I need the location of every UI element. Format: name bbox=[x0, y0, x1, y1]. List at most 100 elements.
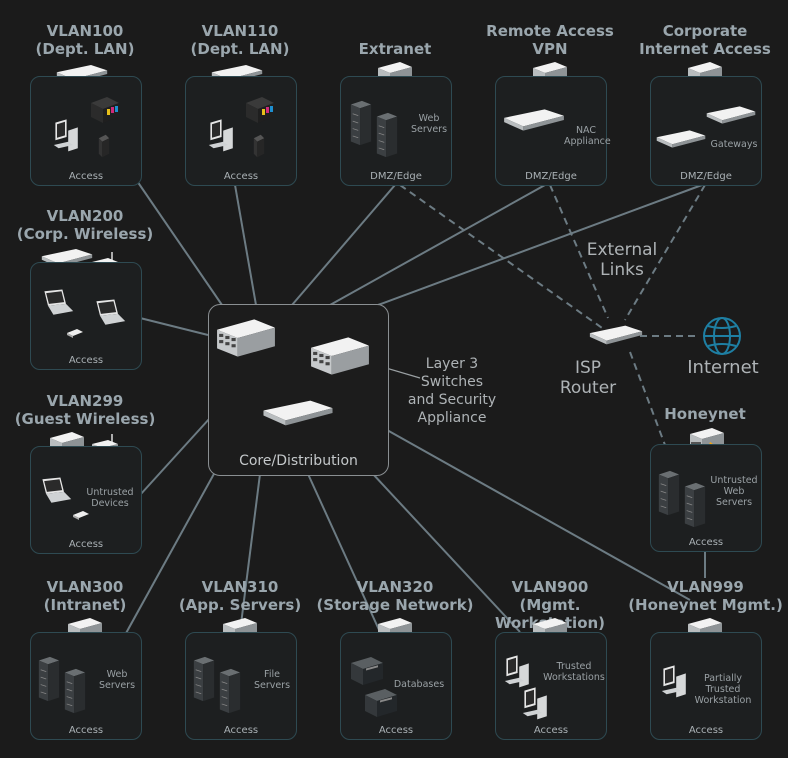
zone-vlan200: Access bbox=[30, 262, 142, 370]
gateway-icon bbox=[655, 127, 707, 151]
zone-footer: Access bbox=[688, 537, 724, 548]
server-rack-icon bbox=[657, 469, 681, 517]
link-extranet-core bbox=[291, 184, 396, 306]
desktop-icon bbox=[657, 665, 689, 701]
server-rack-icon bbox=[192, 655, 216, 703]
server-rack-icon bbox=[37, 655, 61, 703]
mobile-device-icon bbox=[71, 509, 91, 521]
gateway-icon bbox=[705, 103, 757, 127]
zone-footer: Access bbox=[378, 725, 414, 736]
server-rack-icon bbox=[218, 667, 242, 715]
zone-note: Gateways bbox=[710, 139, 758, 150]
laptop-icon bbox=[91, 299, 127, 327]
server-rack-icon bbox=[349, 99, 373, 147]
link-vlan900-core bbox=[357, 457, 521, 633]
server-rack-icon bbox=[63, 667, 87, 715]
printer-icon bbox=[87, 95, 121, 125]
zone-vlan100: Access bbox=[30, 76, 142, 186]
core-label: Core/Distribution bbox=[239, 453, 358, 469]
zone-footer: DMZ/Edge bbox=[370, 171, 422, 182]
globe-icon bbox=[703, 317, 741, 355]
zone-title-vlan100: VLAN100(Dept. LAN) bbox=[35, 22, 135, 58]
link-vlan999-core bbox=[386, 429, 691, 601]
zone-vlan110: Access bbox=[185, 76, 297, 186]
ext-link-corpinet bbox=[624, 184, 706, 321]
printer-icon bbox=[242, 95, 276, 125]
phone-icon bbox=[252, 133, 266, 159]
zone-title-honeynet: Honeynet bbox=[664, 405, 746, 423]
zone-title-vlan999: VLAN999(Honeynet Mgmt.) bbox=[628, 578, 783, 614]
phone-icon bbox=[97, 133, 111, 159]
isp-router-icon bbox=[588, 318, 644, 352]
zone-corporate-internet-access: Gateways DMZ/Edge bbox=[650, 76, 762, 186]
desktop-icon bbox=[518, 687, 550, 723]
zone-vlan320: Databases Access bbox=[340, 632, 452, 740]
zone-footer: DMZ/Edge bbox=[680, 171, 732, 182]
ext-link-extranet bbox=[399, 184, 606, 331]
mobile-device-icon bbox=[65, 327, 85, 339]
link-vlan300-core bbox=[124, 471, 216, 636]
laptop-icon bbox=[39, 289, 75, 317]
zone-title-vlan299: VLAN299(Guest Wireless) bbox=[14, 392, 156, 428]
zone-title-vlan200: VLAN200(Corp. Wireless) bbox=[16, 207, 154, 243]
nac-appliance-icon bbox=[502, 105, 566, 135]
link-vlan200-core bbox=[139, 317, 209, 336]
zone-footer: DMZ/Edge bbox=[525, 171, 577, 182]
zone-footer: Access bbox=[688, 725, 724, 736]
database-icon bbox=[349, 655, 385, 687]
zone-footer: Access bbox=[533, 725, 569, 736]
ext-link-ravpn bbox=[549, 184, 609, 319]
security-appliance-icon bbox=[261, 393, 335, 433]
layer3-switch-icon bbox=[309, 335, 371, 377]
zone-title-vlan110: VLAN110(Dept. LAN) bbox=[190, 22, 290, 58]
internet-label: Internet bbox=[687, 357, 759, 378]
link-vlan100-core bbox=[134, 177, 223, 306]
zone-title-vlan310: VLAN310(App. Servers) bbox=[178, 578, 302, 614]
zone-title-extranet: Extranet bbox=[358, 40, 432, 58]
zone-title-vlan300: VLAN300(Intranet) bbox=[43, 578, 127, 614]
zone-footer: Access bbox=[68, 725, 104, 736]
zone-note: Databases bbox=[393, 679, 445, 690]
laptop-icon bbox=[37, 477, 73, 505]
desktop-icon bbox=[500, 655, 532, 691]
database-icon bbox=[363, 687, 399, 719]
link-vlan299-core bbox=[139, 417, 211, 496]
zone-footer: Access bbox=[223, 171, 259, 182]
link-vlan310-core bbox=[239, 473, 261, 633]
core-distribution-box: Core/Distribution bbox=[208, 304, 389, 476]
server-rack-icon bbox=[683, 481, 707, 529]
zone-footer: Access bbox=[68, 539, 104, 550]
server-rack-icon bbox=[375, 111, 399, 159]
zone-footer: Access bbox=[68, 355, 104, 366]
ext-link-honeynet bbox=[629, 351, 666, 446]
link-vlan320-core bbox=[307, 473, 381, 633]
link-vlan110-core bbox=[234, 184, 257, 306]
desktop-icon bbox=[204, 119, 236, 155]
link-ravpn-core bbox=[329, 184, 546, 306]
zone-footer: Access bbox=[223, 725, 259, 736]
zone-footer: Access bbox=[68, 171, 104, 182]
layer3-switch-icon bbox=[215, 317, 277, 359]
zone-title-vlan320: VLAN320(Storage Network) bbox=[316, 578, 474, 614]
